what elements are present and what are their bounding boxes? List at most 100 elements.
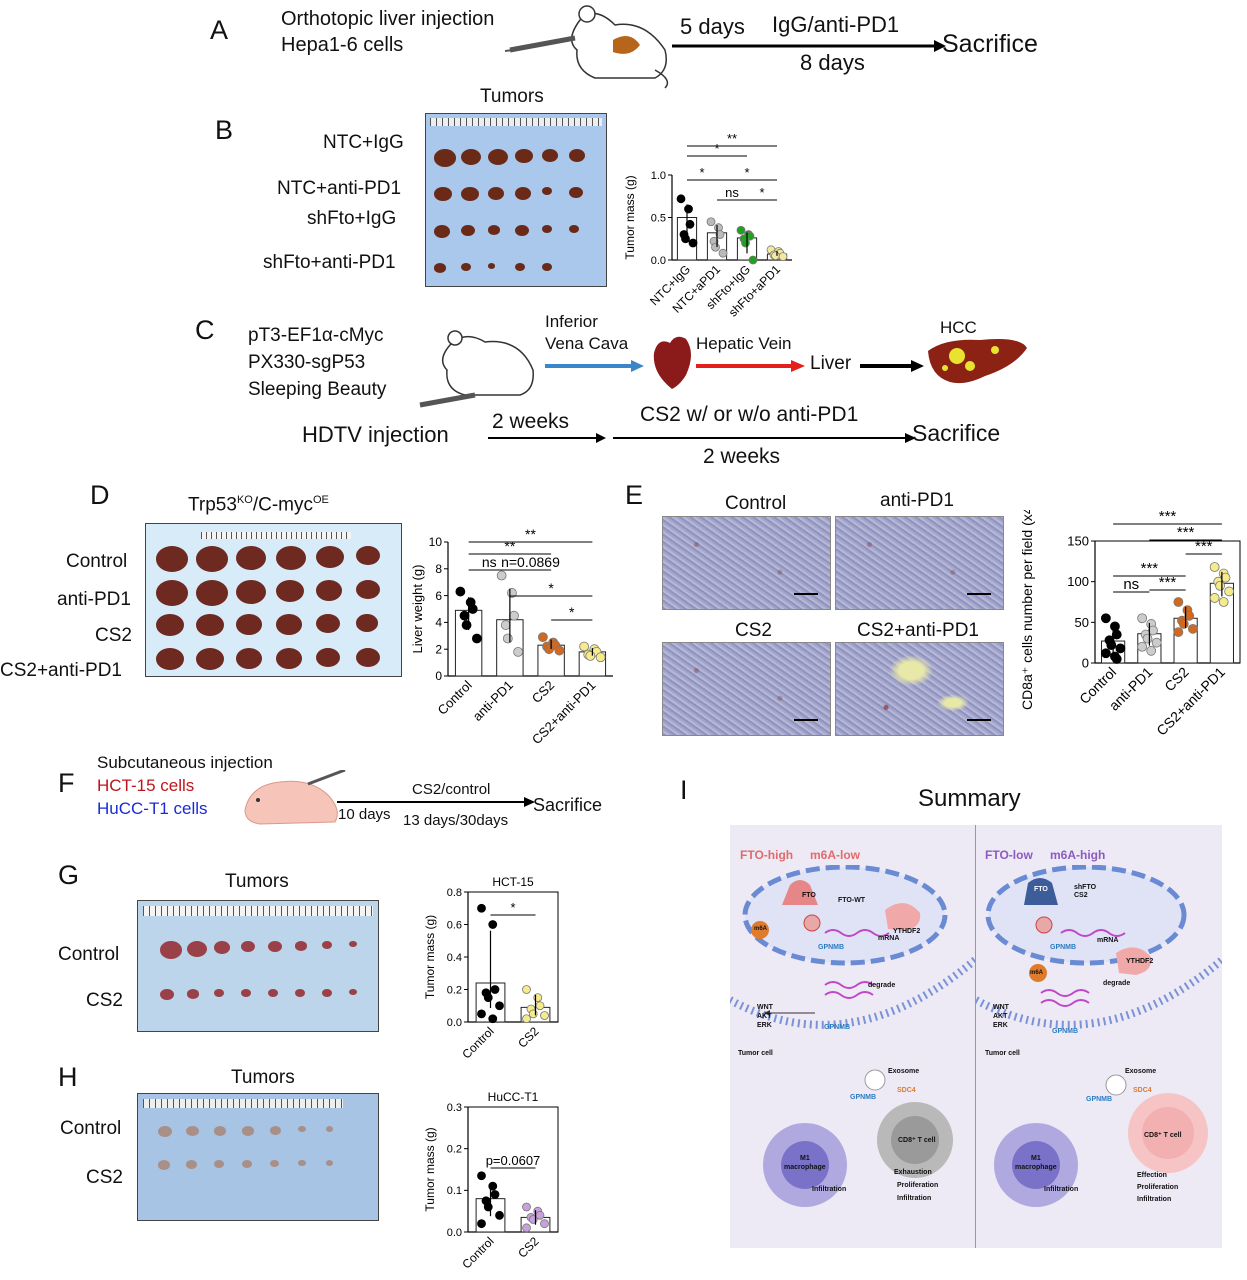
- data-point: [1148, 625, 1158, 636]
- tumor-specimen: [236, 648, 262, 669]
- data-point: [1100, 648, 1111, 659]
- data-point: [488, 1014, 498, 1024]
- data-point: [718, 248, 728, 258]
- left-fto-wt: FTO-WT: [838, 897, 866, 904]
- y-tick-label: 2: [435, 642, 442, 656]
- tumor-specimen: [316, 546, 344, 569]
- panel-label-f: F: [58, 768, 75, 798]
- group-label-d-1: Control: [66, 551, 128, 572]
- data-point: [1220, 572, 1231, 583]
- y-tick-label: 10: [429, 535, 443, 549]
- left-exhaustion: Exhaustion: [894, 1169, 932, 1176]
- timeline-arrow-f: [337, 797, 535, 807]
- sc-injection: Subcutaneous injection: [97, 753, 273, 772]
- tumor-specimen: [156, 546, 188, 572]
- right-wnt: WNT: [993, 1004, 1009, 1011]
- treat-c: CS2 w/ or w/o anti-PD1: [640, 403, 859, 426]
- x-tick-label: CS2: [1161, 664, 1192, 695]
- right-m1-a: M1: [1031, 1155, 1041, 1162]
- data-point: [1224, 586, 1235, 597]
- ruler: [430, 118, 602, 126]
- data-point: [477, 903, 486, 913]
- panel-label-h: H: [58, 1062, 78, 1092]
- group-label-d-3: CS2: [95, 625, 132, 646]
- data-point: [681, 234, 690, 244]
- tumor-specimen: [214, 941, 230, 954]
- left-degrade: degrade: [868, 982, 896, 989]
- data-point: [1215, 580, 1225, 591]
- tumor-specimen: [236, 614, 262, 635]
- data-point: [495, 1001, 504, 1011]
- data-point: [748, 255, 758, 265]
- days-8: 8 days: [800, 50, 865, 75]
- ruler: [143, 1099, 343, 1108]
- y-axis-label: Tumor mass (g): [423, 1127, 437, 1211]
- left-exosome: Exosome: [888, 1068, 920, 1075]
- tumor-specimen: [542, 149, 558, 162]
- data-point: [1218, 597, 1229, 607]
- tumor-specimen: [515, 225, 529, 237]
- x-tick-label: CS2: [515, 1024, 542, 1051]
- data-point: [496, 570, 507, 581]
- right-head-2: m6A-high: [1050, 848, 1106, 862]
- plasmid-1: pT3-EF1α-cMyc: [248, 325, 384, 346]
- hdtv-label: HDTV injection: [302, 422, 449, 447]
- red-arrow: [696, 360, 805, 372]
- data-point: [1173, 597, 1184, 607]
- y-tick-label: 0: [435, 669, 442, 683]
- data-point: [1111, 629, 1122, 640]
- cell-line-2: HuCC-T1 cells: [97, 799, 208, 818]
- data-point: [1137, 613, 1148, 624]
- data-point: [455, 586, 466, 597]
- tumor-specimen: [295, 989, 305, 997]
- data-point: [585, 650, 596, 661]
- tumor-specimen: [276, 614, 302, 635]
- y-axis-label: CD8a⁺ cells number per field (x40): [1019, 510, 1035, 710]
- significance-label: n=0.0869: [501, 554, 560, 570]
- tumor-specimen: [242, 1160, 252, 1168]
- panel-label-d: D: [90, 480, 110, 510]
- tumor-specimen: [187, 941, 207, 957]
- weeks-c-1: 2 weeks: [492, 410, 570, 433]
- data-point: [1178, 619, 1189, 629]
- title-d-main: Trp53: [188, 494, 237, 516]
- tumor-specimen: [434, 149, 456, 167]
- data-point: [595, 652, 606, 663]
- tumor-specimen: [187, 989, 199, 999]
- left-proliferation: Proliferation: [897, 1182, 939, 1189]
- data-point: [778, 252, 788, 262]
- data-point: [477, 1171, 486, 1181]
- sacrifice-c: Sacrifice: [912, 420, 1001, 446]
- data-point: [471, 633, 482, 644]
- tumor-specimen: [276, 580, 304, 603]
- data-point: [477, 1219, 486, 1229]
- significance-label: *: [699, 165, 704, 180]
- ivc-2: Vena Cava: [545, 334, 629, 353]
- data-point: [477, 1009, 486, 1019]
- right-shfto: shFTO: [1074, 884, 1097, 891]
- y-tick-label: 0.1: [447, 1185, 462, 1197]
- panel-label-i: I: [680, 775, 688, 805]
- tumor-specimen: [236, 546, 266, 570]
- left-head-1: FTO-high: [740, 848, 794, 862]
- days-f-2: 13 days/30days: [403, 812, 509, 829]
- right-akt: AKT: [993, 1013, 1008, 1020]
- cell-line-1: HCT-15 cells: [97, 776, 195, 795]
- significance-label: ***: [1141, 560, 1159, 577]
- tumors-title-h: Tumors: [231, 1067, 295, 1088]
- significance-label: **: [727, 131, 737, 146]
- data-point: [706, 217, 716, 227]
- tumor-specimen: [236, 580, 266, 604]
- blue-arrow: [545, 360, 644, 372]
- data-point: [1110, 621, 1120, 632]
- tumor-specimen: [268, 941, 282, 953]
- tumor-specimen: [488, 187, 504, 200]
- ivc-1: Inferior: [545, 312, 598, 331]
- left-akt: AKT: [757, 1013, 772, 1020]
- tumor-specimen: [434, 225, 450, 238]
- significance-label: p=0.0607: [486, 1153, 541, 1168]
- data-point: [1142, 633, 1153, 644]
- tumor-photo-g: [137, 900, 379, 1032]
- tumor-specimen: [569, 187, 583, 199]
